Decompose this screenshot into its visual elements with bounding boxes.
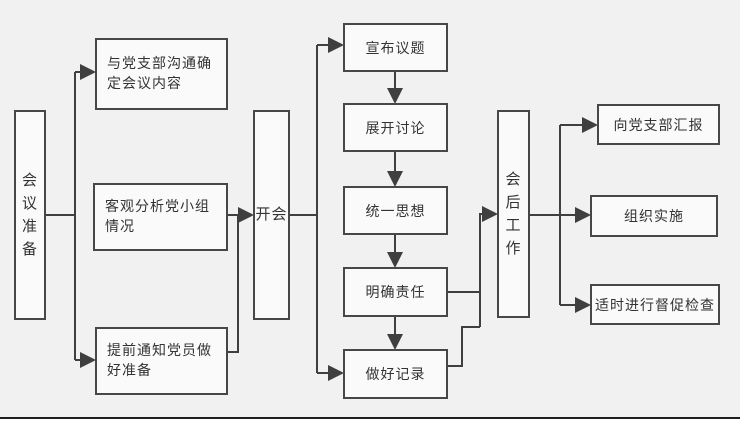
connector-notes-out: [448, 326, 480, 367]
bottom-border-line: [0, 417, 740, 419]
meeting-step-unify-thinking: 统一思想: [343, 186, 448, 235]
prep-step-analyze-group-situation: 客观分析党小组情况: [93, 183, 228, 251]
prep-step-notify-members: 提前通知党员做好准备: [95, 327, 228, 395]
meeting-step-take-notes: 做好记录: [343, 349, 448, 399]
prep-step-confirm-content-with-branch: 与党支部沟通确定会议内容: [95, 38, 228, 110]
meeting-step-discussion: 展开讨论: [343, 103, 448, 152]
after-step-organize-implementation: 组织实施: [590, 195, 718, 237]
stage-post-meeting-work: 会后工作: [497, 110, 530, 318]
stage-hold-meeting: 开会: [253, 110, 290, 320]
after-step-supervise-inspect: 适时进行督促检查: [590, 284, 720, 325]
meeting-step-clarify-responsibility: 明确责任: [343, 267, 448, 317]
connector-merge-to-after: [479, 206, 498, 327]
connector-notify-riser: [228, 216, 239, 353]
after-step-report-to-branch: 向党支部汇报: [597, 104, 720, 145]
meeting-step-announce-topics: 宣布议题: [343, 23, 448, 72]
bottom-white-strip: [0, 419, 740, 424]
stage-meeting-preparation: 会议准备: [14, 110, 46, 320]
